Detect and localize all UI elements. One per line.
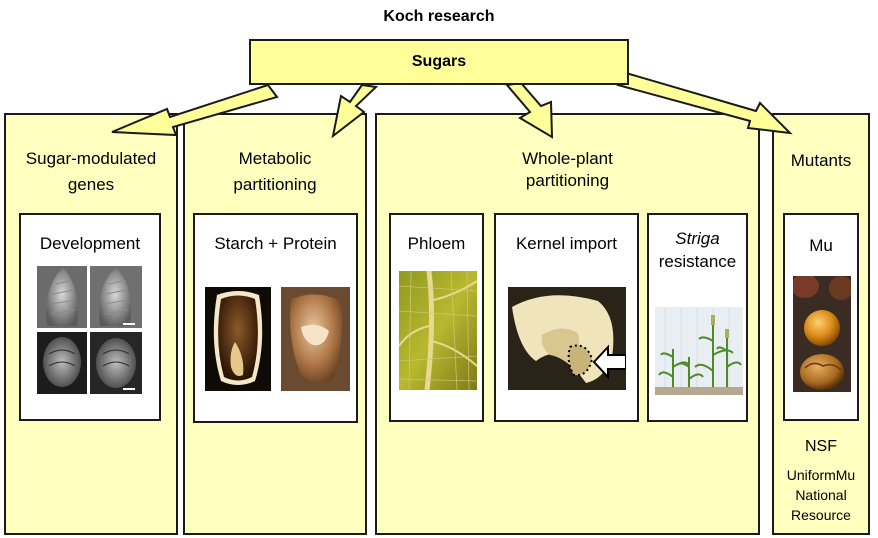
panel-title-line: Whole-plant	[522, 149, 613, 168]
resource-line: National	[795, 487, 847, 503]
card-label: Phloem	[407, 234, 466, 253]
panel-title-line: genes	[67, 175, 115, 194]
panel-title-line: partitioning	[525, 171, 610, 190]
card-label: resistance	[658, 252, 737, 271]
card-label: Kernel import	[515, 234, 618, 253]
kernel-cross-sections-image	[205, 287, 350, 391]
corn-plants-image	[655, 307, 743, 395]
card-kernel-import: Kernel import	[494, 213, 639, 422]
card-phloem: Phloem	[389, 213, 484, 422]
panel-title: Mutants	[790, 151, 852, 170]
funding-label: NSF	[805, 438, 837, 455]
arrow-to-sugar-modulated	[111, 83, 279, 137]
panel-title-line: Metabolic	[238, 149, 312, 168]
panel-whole-plant-partitioning: Whole-plant partitioning Phloem	[375, 113, 760, 535]
panel-metabolic-partitioning: Metabolic partitioning Starch + Protein	[183, 113, 367, 535]
card-development: Development	[19, 213, 161, 421]
panel-title-line: Sugar-modulated	[25, 149, 157, 168]
arrow-to-mutants	[616, 71, 793, 135]
sem-kernel-micrographs-image	[37, 266, 142, 394]
card-label-italic: Striga	[675, 229, 720, 248]
card-label: Mu	[809, 236, 833, 255]
kernel-base-with-arrow-image	[508, 287, 626, 390]
resource-line: UniformMu	[786, 467, 856, 483]
panel-sugar-modulated-genes: Sugar-modulated genes Development	[4, 113, 178, 535]
card-label: Starch + Protein	[214, 234, 337, 253]
panel-title-line: partitioning	[233, 175, 317, 194]
arrow-to-whole-plant	[505, 81, 554, 139]
card-striga-resistance: Striga resistance	[647, 213, 748, 422]
panel-mutants: Mutants Mu NSF Unifo	[772, 113, 870, 535]
mutant-kernels-image	[793, 276, 851, 392]
card-label: Development	[39, 234, 141, 253]
card-mu: Mu	[783, 213, 859, 421]
resource-line: Resource	[791, 507, 851, 523]
sugars-box: Sugars	[249, 39, 629, 85]
sugars-label: Sugars	[411, 53, 467, 70]
diagram-title: Koch research	[383, 8, 495, 25]
card-starch-protein: Starch + Protein	[193, 213, 358, 423]
arrow-to-metabolic	[331, 83, 379, 139]
leaf-veins-image	[399, 271, 477, 390]
